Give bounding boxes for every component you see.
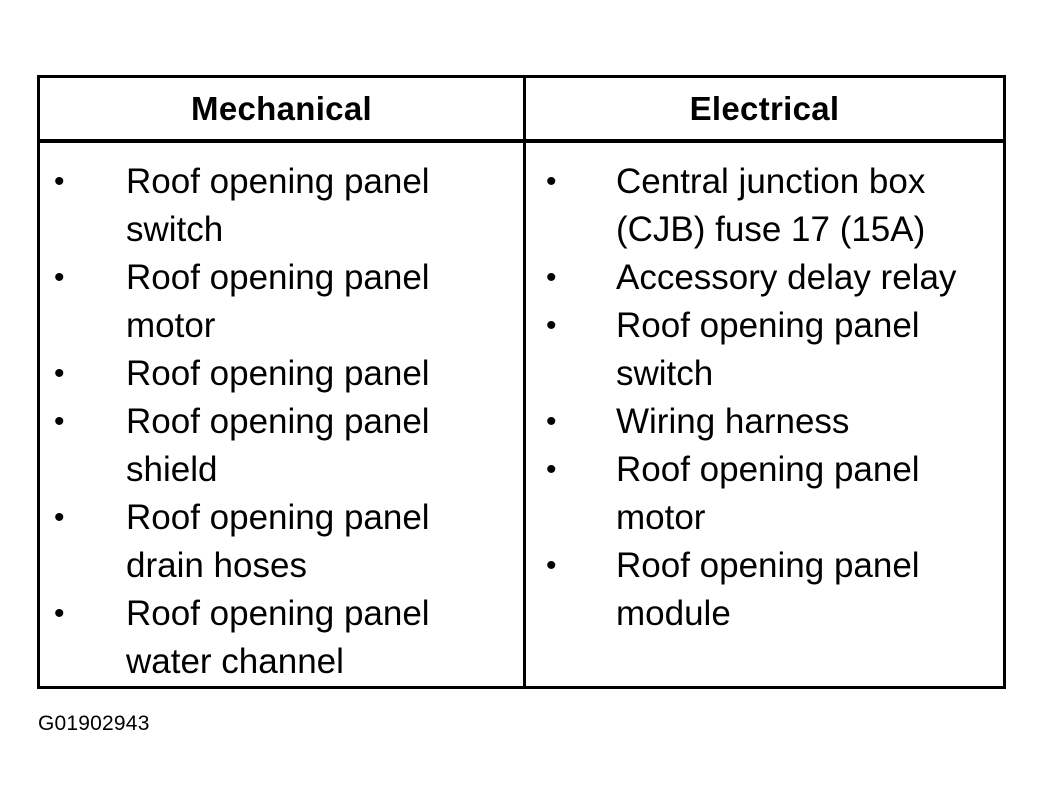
header-divider xyxy=(40,139,1003,143)
bullet-icon: • xyxy=(546,549,557,582)
list-item-text: Wiring harness xyxy=(616,402,850,441)
electrical-items-list: • Central junction box (CJB) fuse 17 (15A… xyxy=(526,158,1003,638)
list-item-text: Roof opening panel xyxy=(126,354,430,393)
bullet-icon: • xyxy=(546,165,557,198)
list-item-text: Roof opening panel water channel xyxy=(126,594,430,681)
list-item: • Wiring harness xyxy=(526,398,1003,446)
list-item: • Roof opening panel xyxy=(40,350,523,398)
list-item: • Roof opening panel water channel xyxy=(40,590,523,686)
list-item: • Roof opening panel switch xyxy=(526,302,1003,398)
list-item-text: Roof opening panel drain hoses xyxy=(126,498,430,585)
list-item: • Roof opening panel motor xyxy=(40,254,523,350)
bullet-icon: • xyxy=(54,357,65,390)
bullet-icon: • xyxy=(546,309,557,342)
list-item-text: Roof opening panel switch xyxy=(126,162,430,249)
electrical-column-header: Electrical xyxy=(689,89,840,127)
column-divider xyxy=(523,78,526,686)
list-item: • Roof opening panel shield xyxy=(40,398,523,494)
figure-id: G01902943 xyxy=(38,712,150,735)
bullet-icon: • xyxy=(54,597,65,630)
inspection-table: Mechanical Electrical • Roof opening pane… xyxy=(37,75,1006,689)
bullet-icon: • xyxy=(546,405,557,438)
list-item-text: Roof opening panel module xyxy=(616,546,920,633)
bullet-icon: • xyxy=(54,261,65,294)
bullet-icon: • xyxy=(54,165,65,198)
list-item-text: Roof opening panel motor xyxy=(126,258,430,345)
list-item: • Roof opening panel switch xyxy=(40,158,523,254)
list-item: • Central junction box (CJB) fuse 17 (15A… xyxy=(526,158,1003,254)
list-item-text: Central junction box (CJB) fuse 17 (15A) xyxy=(616,162,926,249)
list-item-text: Roof opening panel shield xyxy=(126,402,430,489)
list-item-text: Roof opening panel motor xyxy=(616,450,920,537)
mechanical-column-header: Mechanical xyxy=(191,89,372,127)
bullet-icon: • xyxy=(546,261,557,294)
bullet-icon: • xyxy=(546,453,557,486)
list-item-text: Roof opening panel switch xyxy=(616,306,920,393)
list-item: • Roof opening panel drain hoses xyxy=(40,494,523,590)
bullet-icon: • xyxy=(54,501,65,534)
list-item: • Accessory delay relay xyxy=(526,254,1003,302)
list-item: • Roof opening panel module xyxy=(526,542,1003,638)
list-item: • Roof opening panel motor xyxy=(526,446,1003,542)
list-item-text: Accessory delay relay xyxy=(616,258,957,297)
bullet-icon: • xyxy=(54,405,65,438)
mechanical-items-list: • Roof opening panel switch • Roof opening… xyxy=(40,158,523,686)
